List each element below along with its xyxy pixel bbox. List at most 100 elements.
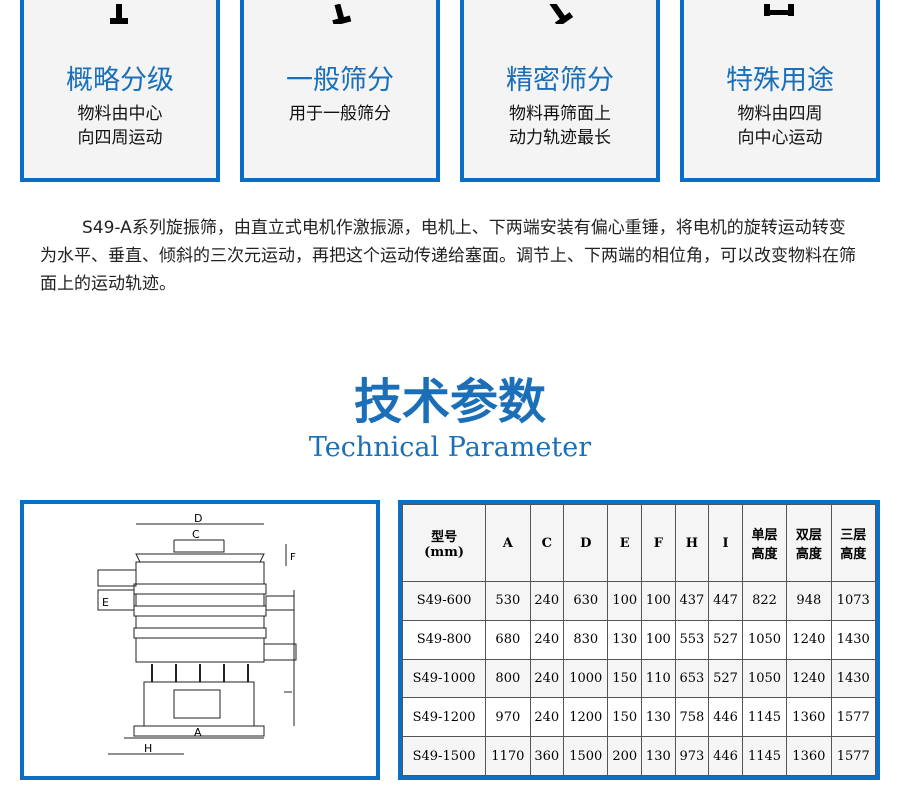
- card-desc: 物料再筛面上动力轨迹最长: [509, 104, 611, 148]
- table-cell: 1050: [741, 658, 788, 699]
- card-desc: 物料由中心向四周运动: [77, 104, 163, 148]
- card-title: 一般筛分: [286, 65, 394, 96]
- trajectory-icon: [549, 4, 574, 24]
- table-cell: 240: [529, 581, 565, 621]
- trajectory-icon: [332, 4, 352, 24]
- table-header: D: [563, 504, 609, 582]
- table-cell: 758: [674, 697, 710, 738]
- label-c: C: [192, 528, 200, 541]
- table-cell: 1430: [830, 658, 877, 699]
- table-cell: 360: [529, 736, 565, 776]
- table-cell: S49-1000: [401, 658, 487, 699]
- card-precision-screening: 精密筛分 物料再筛面上动力轨迹最长: [460, 0, 660, 182]
- table-cell: 1170: [485, 736, 531, 776]
- card-title: 概略分级: [66, 65, 174, 96]
- table-cell: 1240: [786, 658, 832, 699]
- table-cell: 130: [607, 619, 643, 660]
- table-header: F: [641, 504, 676, 582]
- table-cell: 680: [485, 619, 531, 660]
- table-cell: 1577: [830, 736, 877, 776]
- table-cell: 100: [641, 581, 676, 621]
- table-cell: 100: [641, 619, 676, 660]
- label-e: E: [102, 596, 109, 609]
- table-cell: 948: [786, 581, 832, 621]
- table-cell: 240: [529, 658, 565, 699]
- card-title: 特殊用途: [726, 65, 834, 96]
- table-cell: 1360: [786, 736, 832, 776]
- trajectory-icon: [764, 4, 794, 16]
- card-special-use: 特殊用途 物料由四周向中心运动: [680, 0, 880, 182]
- table-cell: 830: [563, 619, 609, 660]
- table-cell: 1145: [741, 736, 788, 776]
- product-description: S49-A系列旋振筛，由直立式电机作激振源，电机上、下两端安装有偏心重锤，将电机…: [40, 218, 856, 294]
- table-cell: 1360: [786, 697, 832, 738]
- table-cell: 130: [641, 736, 676, 776]
- table-cell: 240: [529, 697, 565, 738]
- label-h: H: [144, 742, 152, 755]
- trajectory-icon: [110, 4, 128, 24]
- label-f: F: [290, 552, 296, 563]
- card-general-screening: 一般筛分 用于一般筛分: [240, 0, 440, 182]
- table-cell: 446: [708, 697, 743, 738]
- table-cell: 973: [674, 736, 710, 776]
- table-cell: S49-1500: [401, 736, 487, 776]
- dimension-diagram: D C E F A H: [20, 500, 380, 780]
- table-cell: 447: [708, 581, 743, 621]
- label-d: D: [194, 512, 202, 525]
- table-cell: 446: [708, 736, 743, 776]
- table-header: C: [529, 504, 565, 582]
- table-cell: 800: [485, 658, 531, 699]
- table-cell: 437: [674, 581, 710, 621]
- table-cell: 553: [674, 619, 710, 660]
- card-title: 精密筛分: [506, 65, 614, 96]
- section-subtitle: Technical Parameter: [308, 432, 592, 463]
- table-header: 三层 高度: [830, 504, 877, 582]
- table-cell: 240: [529, 619, 565, 660]
- table-cell: 1430: [830, 619, 877, 660]
- table-cell: 150: [607, 658, 643, 699]
- table-cell: 653: [674, 658, 710, 699]
- table-cell: 630: [563, 581, 609, 621]
- label-a: A: [194, 726, 202, 739]
- table-cell: 130: [641, 697, 676, 738]
- table-cell: 1577: [830, 697, 877, 738]
- table-cell: 1240: [786, 619, 832, 660]
- table-cell: 110: [641, 658, 676, 699]
- table-cell: 1050: [741, 619, 788, 660]
- table-cell: 200: [607, 736, 643, 776]
- table-header: 型号 (mm): [401, 504, 487, 582]
- table-cell: 970: [485, 697, 531, 738]
- table-cell: 527: [708, 658, 743, 699]
- table-cell: 100: [607, 581, 643, 621]
- table-cell: 1500: [563, 736, 609, 776]
- table-header: E: [607, 504, 643, 582]
- table-cell: S49-800: [401, 619, 487, 660]
- table-cell: 527: [708, 619, 743, 660]
- table-cell: S49-1200: [401, 697, 487, 738]
- table-cell: 1145: [741, 697, 788, 738]
- sieve-drawing: D C E F A H: [97, 512, 297, 755]
- table-cell: 1000: [563, 658, 609, 699]
- table-header: A: [485, 504, 531, 582]
- card-desc: 物料由四周向中心运动: [737, 104, 823, 148]
- table-cell: 822: [741, 581, 788, 621]
- table-header: I: [708, 504, 743, 582]
- card-rough-grading: 概略分级 物料由中心向四周运动: [20, 0, 220, 182]
- table-cell: 150: [607, 697, 643, 738]
- table-cell: S49-600: [401, 581, 487, 621]
- table-cell: 530: [485, 581, 531, 621]
- table-header: H: [674, 504, 710, 582]
- table-cell: 1073: [830, 581, 877, 621]
- section-title: 技术参数: [353, 374, 546, 430]
- table-header: 双层 高度: [786, 504, 832, 582]
- table-cell: 1200: [563, 697, 609, 738]
- table-header: 单层 高度: [741, 504, 788, 582]
- card-desc: 用于一般筛分: [289, 104, 391, 124]
